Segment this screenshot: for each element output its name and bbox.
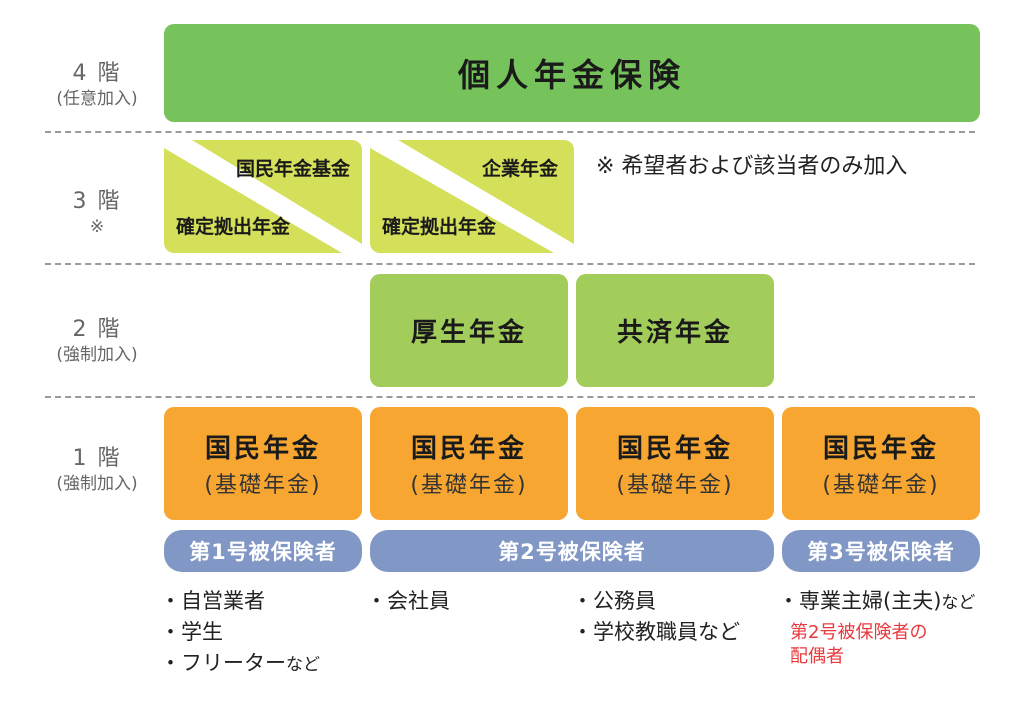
- tier-4-main: 4 階: [72, 61, 122, 86]
- tier-3-main: 3 階: [72, 189, 122, 214]
- insured-no1-pill: 第1号被保険者: [164, 530, 362, 572]
- tier-3-box-kigyo: 企業年金 確定拠出年金: [370, 140, 574, 253]
- kokumin-title: 国民年金: [410, 434, 527, 464]
- tier-4-label: 4 階 (任意加入): [22, 61, 172, 110]
- kokumin-title: 国民年金: [822, 434, 939, 464]
- tier-2-main: 2 階: [72, 317, 122, 342]
- tier-1-label: 1 階 (強制加入): [22, 446, 172, 495]
- tier-1-box: 国民年金 (基礎年金): [370, 407, 568, 520]
- insured-no1-label: 第1号被保険者: [189, 540, 337, 564]
- tier-4-title: 個人年金保険: [457, 56, 686, 94]
- tier-1-box: 国民年金 (基礎年金): [782, 407, 980, 520]
- tier-1-box: 国民年金 (基礎年金): [576, 407, 774, 520]
- example-item-text: ・専業主婦(主夫): [778, 589, 942, 613]
- tier-3-box-kikin: 国民年金基金 確定拠出年金: [164, 140, 362, 253]
- kokumin-title: 国民年金: [616, 434, 733, 464]
- example-suffix: など: [286, 655, 320, 675]
- kokumin-title: 国民年金: [204, 434, 321, 464]
- tier-1-sub: (強制加入): [56, 474, 138, 495]
- kyosai-label: 共済年金: [616, 318, 733, 348]
- tier-3-box2-top: 企業年金: [481, 158, 558, 180]
- insured-no3-label: 第3号被保険者: [807, 540, 955, 564]
- tier-3-box1-bottom: 確定拠出年金: [176, 216, 291, 238]
- examples-col2: ・会社員: [366, 586, 450, 617]
- kokumin-sub: (基礎年金): [616, 473, 734, 498]
- examples-col3: ・公務員 ・学校教職員など: [572, 586, 740, 648]
- example-item: ・公務員: [572, 589, 656, 613]
- examples-col1: ・自営業者 ・学生 ・フリーターなど: [160, 586, 320, 681]
- divider-3-2: [45, 263, 975, 265]
- example-item: ・会社員: [366, 589, 450, 613]
- tier-1-main: 1 階: [72, 446, 122, 471]
- tier-3-box1-top: 国民年金基金: [235, 158, 350, 180]
- tier-2-kosei-box: 厚生年金: [370, 274, 568, 387]
- kokumin-sub: (基礎年金): [410, 473, 528, 498]
- example-item: ・自営業者: [160, 589, 265, 613]
- tier-4-sub: (任意加入): [56, 89, 138, 110]
- tier-3-label: 3 階 ※: [22, 189, 172, 238]
- diagonal-stripe: [164, 140, 362, 253]
- tier-2-kyosai-box: 共済年金: [576, 274, 774, 387]
- tier-3-note: ※ 希望者および該当者のみ加入: [596, 154, 908, 179]
- kosei-label: 厚生年金: [410, 318, 527, 348]
- spouse-note-line1: 第2号被保険者の: [790, 622, 928, 643]
- example-item: ・フリーターなど: [160, 648, 320, 681]
- divider-4-3: [45, 131, 975, 133]
- insured-no2-pill: 第2号被保険者: [370, 530, 774, 572]
- example-item-text: ・フリーター: [160, 651, 286, 675]
- tier-2-label: 2 階 (強制加入): [22, 317, 172, 366]
- example-suffix: など: [941, 593, 976, 613]
- examples-col4: ・専業主婦(主夫)など 第2号被保険者の 配偶者: [778, 586, 975, 669]
- tier-4-box: 個人年金保険: [164, 24, 980, 122]
- kokumin-sub: (基礎年金): [204, 473, 322, 498]
- example-item: ・専業主婦(主夫)など: [778, 586, 975, 619]
- spouse-note-line2: 配偶者: [790, 646, 844, 667]
- example-item: ・学生: [160, 620, 223, 644]
- tier-1-box: 国民年金 (基礎年金): [164, 407, 362, 520]
- insured-no3-pill: 第3号被保険者: [782, 530, 980, 572]
- divider-2-1: [45, 396, 975, 398]
- insured-no2-label: 第2号被保険者: [498, 540, 646, 564]
- kokumin-sub: (基礎年金): [822, 473, 940, 498]
- tier-2-sub: (強制加入): [56, 345, 138, 366]
- tier-3-sub: ※: [89, 217, 105, 238]
- diagonal-stripe: [370, 140, 574, 253]
- example-item: ・学校教職員など: [572, 620, 740, 644]
- tier-3-box2-bottom: 確定拠出年金: [382, 216, 497, 238]
